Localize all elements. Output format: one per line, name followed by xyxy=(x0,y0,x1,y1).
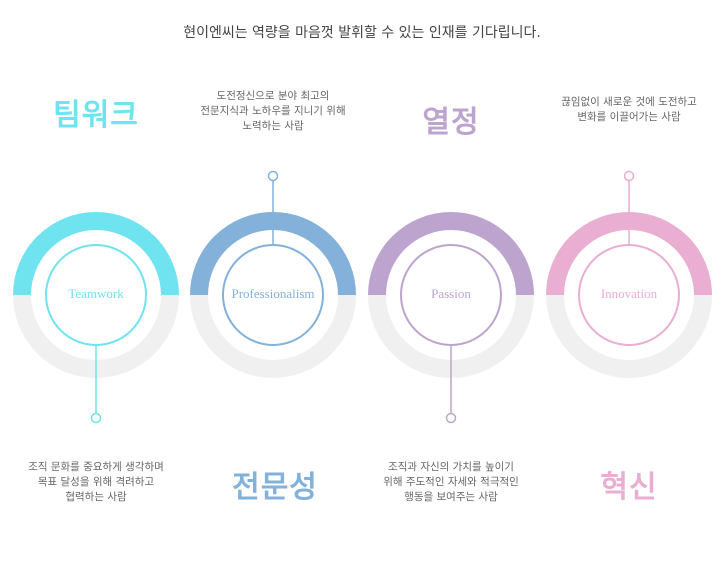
inner-circle xyxy=(222,244,324,346)
inner-circle xyxy=(45,244,147,346)
connector-dot xyxy=(445,412,457,424)
ring-arc xyxy=(368,212,534,296)
desc-line: 위해 주도적인 자세와 적극적인 xyxy=(383,476,519,488)
desc-line: 전문지식과 노하우를 지니기 위해 xyxy=(200,105,346,117)
connector-dot xyxy=(623,170,635,182)
label-professionalism: Professionalism xyxy=(231,286,315,301)
desc-line: 끊임없이 새로운 것에 도전하고 xyxy=(561,96,697,108)
page-headline: 현이엔씨는 역량을 마음껏 발휘할 수 있는 인재를 기다립니다. xyxy=(183,25,541,41)
connector-dot xyxy=(90,412,102,424)
desc-line: 변화를 이끌어가는 사람 xyxy=(577,111,681,123)
desc-line: 목표 달성을 위해 격려하고 xyxy=(37,476,155,488)
label-passion: Passion xyxy=(431,286,471,301)
desc-line: 조직 문화를 중요하게 생각하며 xyxy=(28,461,164,473)
label-teamwork: Teamwork xyxy=(68,286,124,301)
desc-passion: 조직과 자신의 가치를 높이기 위해 주도적인 자세와 적극적인 행동을 보여주… xyxy=(351,460,551,505)
desc-line: 도전정신으로 분야 최고의 xyxy=(216,90,330,102)
desc-line: 노력하는 사람 xyxy=(242,120,304,132)
title-innovation: 혁신 xyxy=(600,470,658,505)
desc-teamwork: 조직 문화를 중요하게 생각하며 목표 달성을 위해 격려하고 협력하는 사람 xyxy=(0,460,196,505)
title-professionalism: 전문성 xyxy=(232,470,318,505)
desc-line: 행동을 보여주는 사람 xyxy=(404,491,498,503)
inner-circle xyxy=(578,244,680,346)
title-passion: 열정 xyxy=(422,105,480,140)
ring-arc xyxy=(13,212,179,296)
inner-circle xyxy=(400,244,502,346)
desc-line: 협력하는 사람 xyxy=(65,491,127,503)
label-innovation: Innovation xyxy=(600,286,658,301)
title-teamwork: 팀워크 xyxy=(53,98,139,133)
desc-line: 조직과 자신의 가치를 높이기 xyxy=(388,461,514,473)
desc-innovation: 끊임없이 새로운 것에 도전하고 변화를 이끌어가는 사람 xyxy=(529,95,724,125)
connector-dot xyxy=(267,170,279,182)
desc-professionalism: 도전정신으로 분야 최고의 전문지식과 노하우를 지니기 위해 노력하는 사람 xyxy=(173,89,373,134)
